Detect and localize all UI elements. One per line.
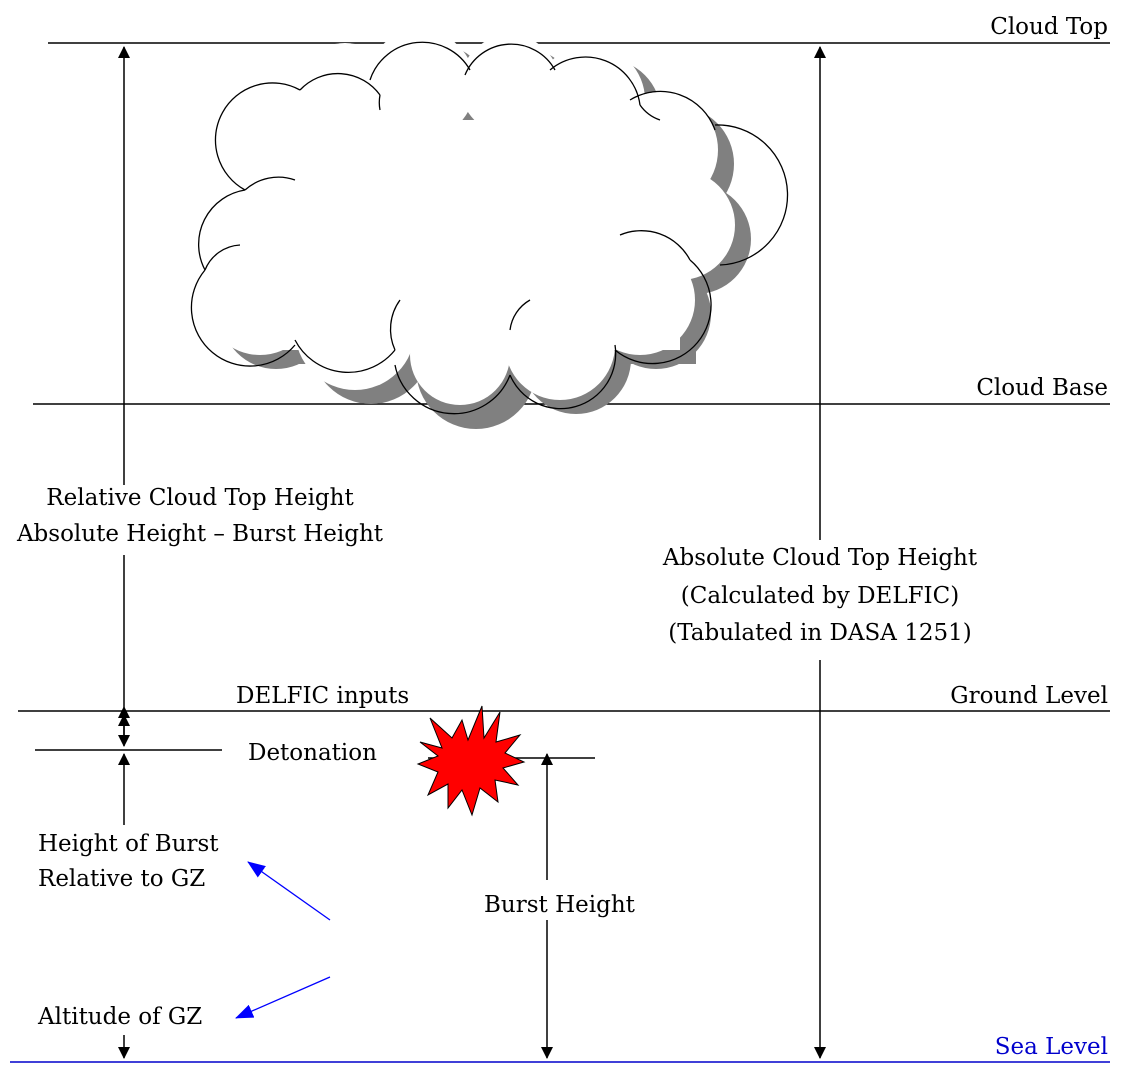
cloud-base-label: Cloud Base xyxy=(976,375,1108,401)
delfic-input-arrow-upper xyxy=(247,861,331,921)
delfic-inputs-label: DELFIC inputs xyxy=(236,683,409,709)
explosion-icon xyxy=(416,705,526,817)
cloud-icon xyxy=(190,30,789,429)
height-of-burst-label-line2: Relative to GZ xyxy=(38,866,205,892)
ground-level-label: Ground Level xyxy=(950,683,1108,709)
absolute-cloud-top-label-line1: Absolute Cloud Top Height xyxy=(662,545,978,571)
relative-cloud-top-label-line2: Absolute Height – Burst Height xyxy=(16,521,384,547)
delfic-input-arrow-lower xyxy=(235,976,331,1019)
absolute-cloud-top-label-line3: (Tabulated in DASA 1251) xyxy=(668,620,971,646)
relative-cloud-top-label-line1: Relative Cloud Top Height xyxy=(46,485,354,511)
sea-level-label: Sea Level xyxy=(995,1034,1108,1060)
detonation-label: Detonation xyxy=(248,740,377,766)
absolute-cloud-top-label-line2: (Calculated by DELFIC) xyxy=(681,583,959,609)
height-of-burst-label-line1: Height of Burst xyxy=(38,831,219,857)
altitude-of-gz-label: Altitude of GZ xyxy=(37,1004,202,1030)
cloud-top-label: Cloud Top xyxy=(990,14,1108,40)
burst-height-label: Burst Height xyxy=(484,892,636,918)
